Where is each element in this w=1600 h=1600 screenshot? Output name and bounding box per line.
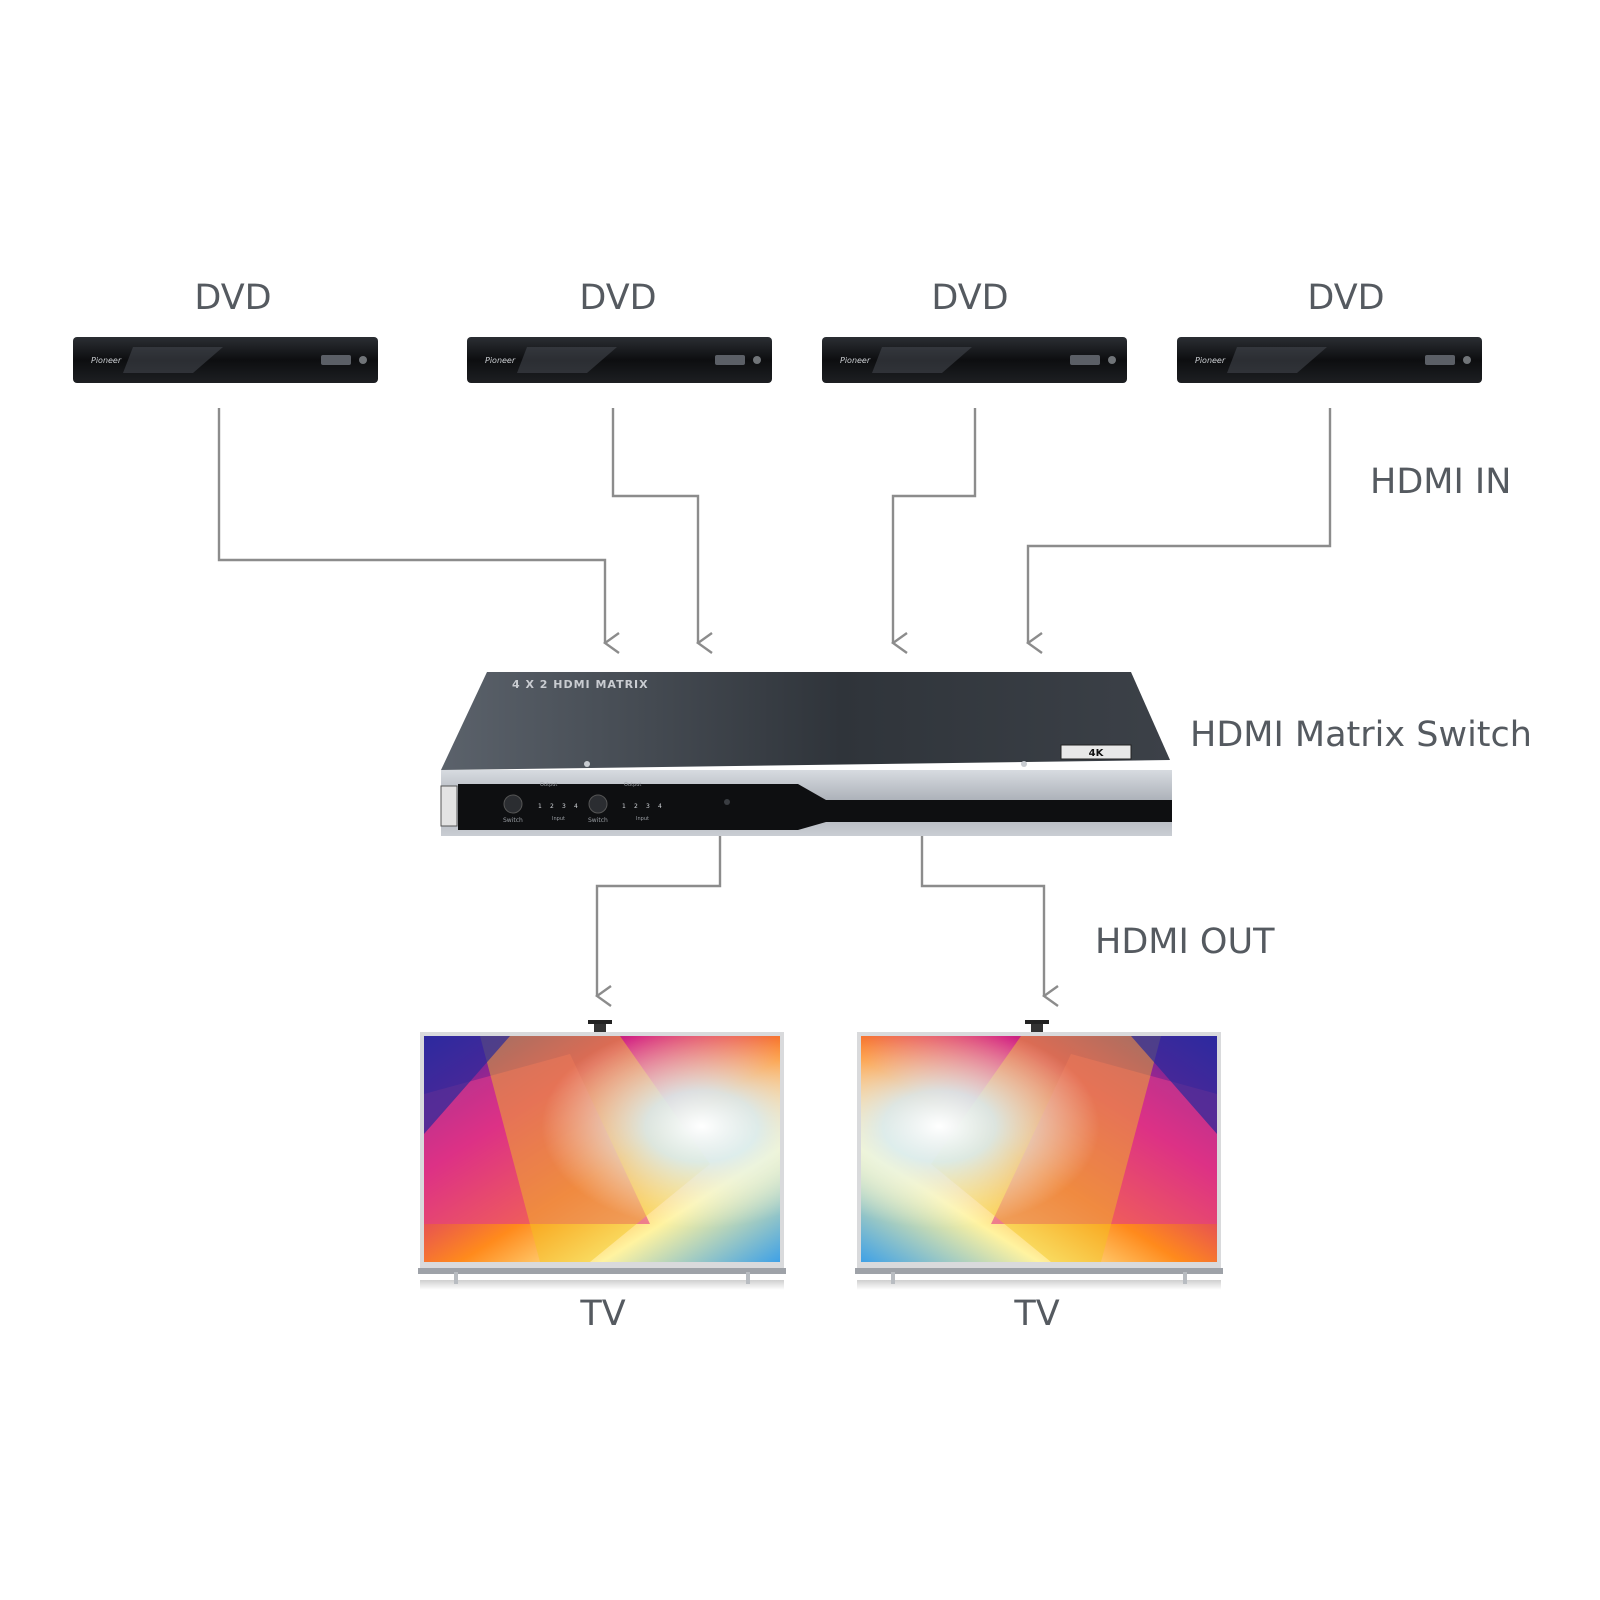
switch-button bbox=[503, 794, 523, 814]
matrix-badge bbox=[1060, 744, 1132, 760]
dvd-brand: Pioneer bbox=[840, 356, 871, 365]
dvd-brand: Pioneer bbox=[485, 356, 516, 365]
dvd-label: DVD bbox=[194, 278, 271, 318]
switch-button bbox=[588, 794, 608, 814]
matrix-output-group-2: Switch Output 1 2 3 4 Input bbox=[588, 782, 662, 824]
input-number: 3 bbox=[646, 803, 650, 810]
dvd-player: Pioneer bbox=[467, 337, 772, 383]
hdmi-in-connectors bbox=[217, 408, 1332, 643]
ir-sensor bbox=[724, 799, 730, 805]
input-number: 4 bbox=[574, 803, 578, 810]
output-label: Output bbox=[540, 782, 557, 788]
hdmi-in-label: HDMI IN bbox=[1370, 462, 1511, 502]
hdmi-out-connectors bbox=[597, 836, 1044, 996]
dvd-label: DVD bbox=[931, 278, 1008, 318]
input-number: 1 bbox=[622, 803, 626, 810]
matrix-top-panel bbox=[441, 672, 1170, 770]
switch-label: Switch bbox=[588, 817, 608, 824]
dvd-brand: Pioneer bbox=[91, 356, 122, 365]
dvd-player: Pioneer bbox=[1177, 337, 1482, 383]
matrix-front-display bbox=[458, 784, 1172, 830]
dvd-player: Pioneer bbox=[73, 337, 378, 383]
dvd-label: DVD bbox=[579, 278, 656, 318]
hdmi-matrix-switch-label: HDMI Matrix Switch bbox=[1190, 715, 1532, 755]
matrix-output-group-1: Switch Output 1 2 3 4 Input bbox=[503, 782, 578, 824]
dvd-label: DVD bbox=[1307, 278, 1384, 318]
dvd-player: Pioneer bbox=[822, 337, 1127, 383]
hdmi-in-line bbox=[611, 408, 698, 643]
tv bbox=[855, 1020, 1223, 1290]
input-number: 2 bbox=[550, 803, 554, 810]
hdmi-out-label: HDMI OUT bbox=[1095, 922, 1275, 962]
hdmi-in-line bbox=[217, 408, 605, 643]
matrix-top-text: 4 X 2 HDMI MATRIX bbox=[512, 678, 649, 691]
input-label: Input bbox=[552, 816, 565, 822]
hdmi-out-line bbox=[597, 836, 722, 996]
switch-label: Switch bbox=[503, 817, 523, 824]
tv-label: TV bbox=[579, 1294, 625, 1334]
input-number: 1 bbox=[538, 803, 542, 810]
hdmi-in-line bbox=[893, 408, 977, 643]
input-label: Input bbox=[636, 816, 649, 822]
tv-label: TV bbox=[1013, 1294, 1059, 1334]
hdmi-out-line bbox=[920, 836, 1044, 996]
input-number: 4 bbox=[658, 803, 662, 810]
hdmi-in-line bbox=[1028, 408, 1332, 643]
dvd-brand: Pioneer bbox=[1195, 356, 1226, 365]
input-number: 3 bbox=[562, 803, 566, 810]
tv bbox=[418, 1020, 786, 1290]
matrix-badge-text: 4K bbox=[1089, 748, 1105, 759]
output-label: Output bbox=[624, 782, 641, 788]
input-number: 2 bbox=[634, 803, 638, 810]
hdmi-matrix-switch: 4 X 2 HDMI MATRIX 4K Switch Output 1 2 3… bbox=[440, 672, 1172, 836]
